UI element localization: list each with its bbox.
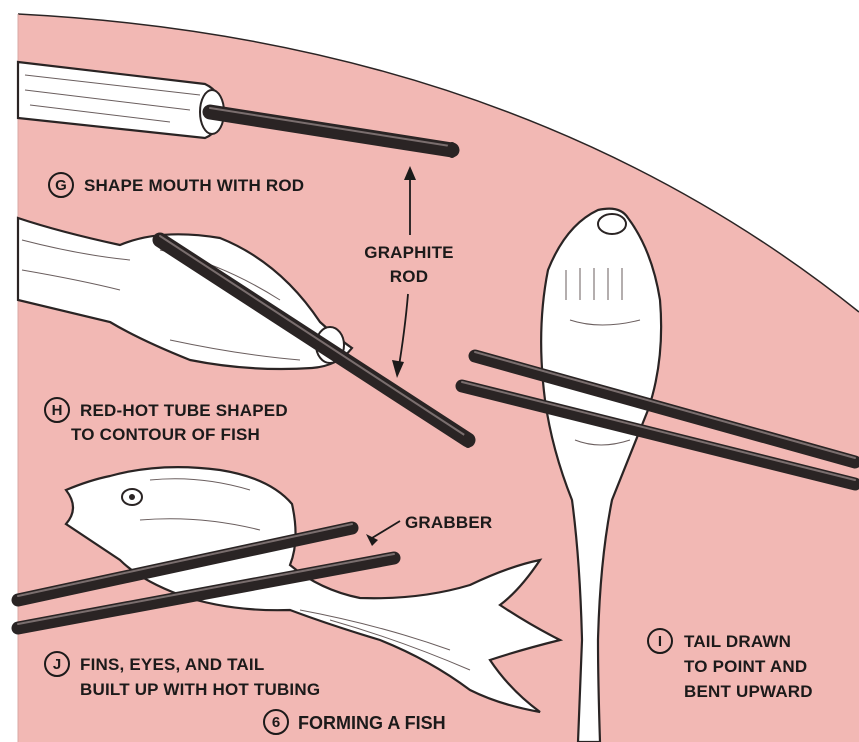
step-j-line1: FINS, EYES, AND TAIL <box>80 655 264 674</box>
step-i-line1: TAIL DRAWN <box>684 632 791 651</box>
step-j-line2: BUILT UP WITH HOT TUBING <box>80 680 320 699</box>
step-h-line1: RED-HOT TUBE SHAPED <box>80 401 288 420</box>
step-g-letter: G <box>55 177 67 194</box>
step-h-letter: H <box>52 402 63 419</box>
step-g-text: SHAPE MOUTH WITH ROD <box>84 176 304 195</box>
graphite-rod-line2: ROD <box>390 267 428 286</box>
grabber-text: GRABBER <box>405 513 492 532</box>
caption-number: 6 <box>272 714 280 731</box>
caption-text: FORMING A FISH <box>298 713 446 733</box>
step-j-letter: J <box>53 656 61 673</box>
step-i-line3: BENT UPWARD <box>684 682 813 701</box>
step-i-line2: TO POINT AND <box>684 657 807 676</box>
step-g-label: G SHAPE MOUTH WITH ROD <box>49 173 304 197</box>
graphite-rod-line1: GRAPHITE <box>364 243 453 262</box>
step-h-line2: TO CONTOUR OF FISH <box>71 425 260 444</box>
step-i-letter: I <box>658 633 662 650</box>
